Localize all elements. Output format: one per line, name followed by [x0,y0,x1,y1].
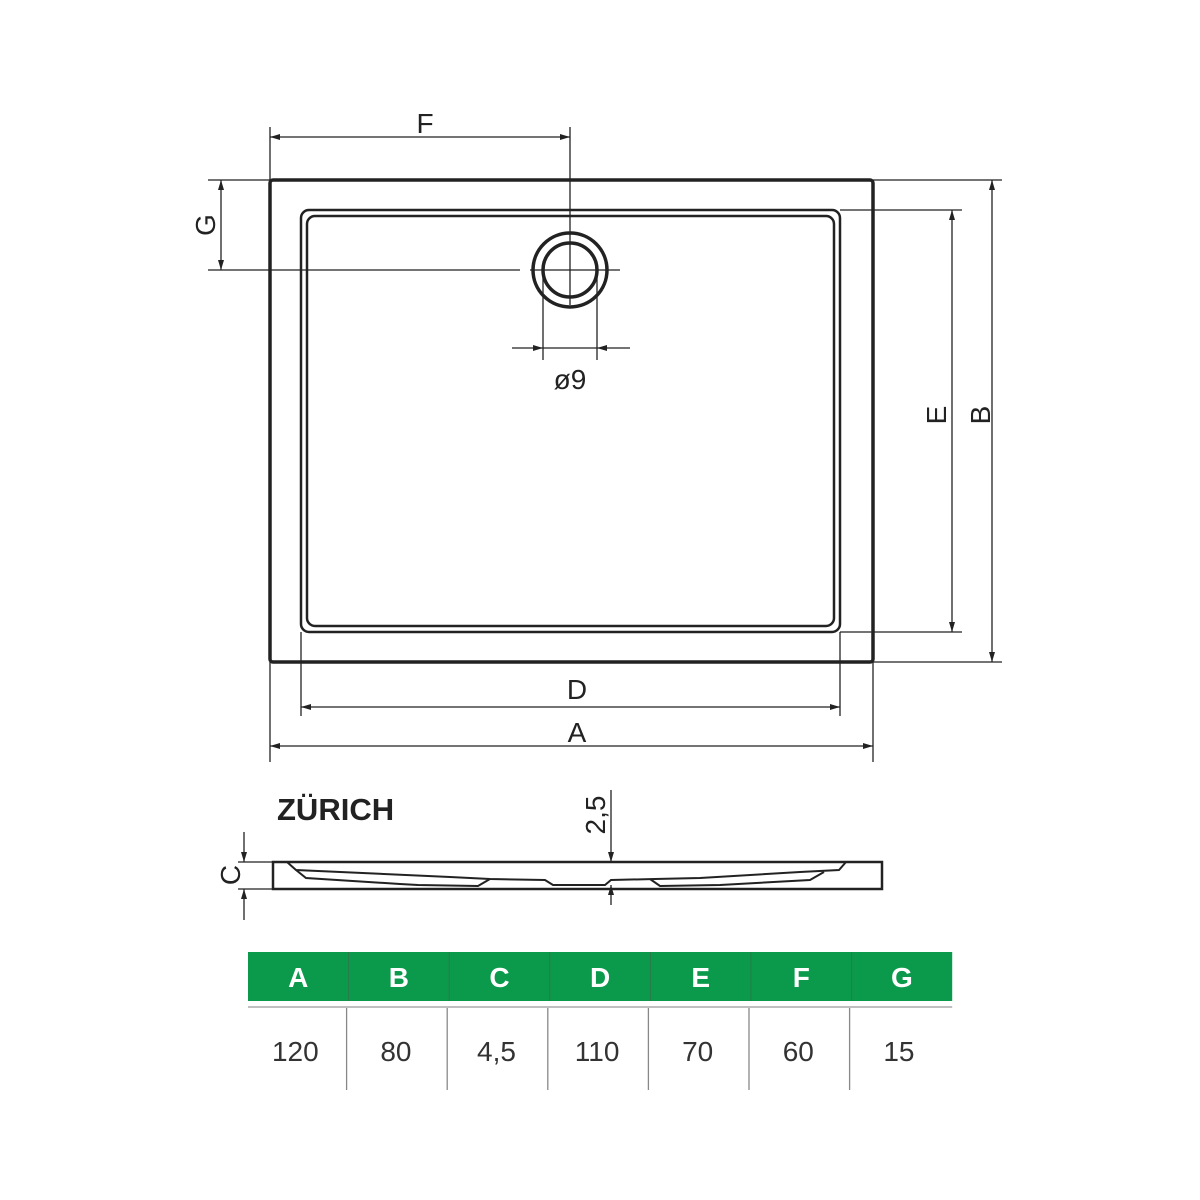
table-header-a: A [288,962,308,993]
dimension-label-f: F [416,108,433,139]
dimension-label-c: C [215,865,246,885]
dimension-label-g: G [190,214,221,236]
table-value-f: 60 [783,1036,814,1067]
table-header-c: C [489,962,509,993]
profile-dimension-lines [238,790,614,920]
tray-side-profile [271,860,884,891]
dimension-label-e: E [921,406,952,425]
dimension-label-d: D [567,674,587,705]
tray-outer-edge [268,178,875,664]
model-title: ZÜRICH [277,792,394,827]
depth-label: 2,5 [580,796,611,835]
table-value-d: 110 [575,1036,620,1067]
dimension-label-a: A [568,717,587,748]
table-value-a: 120 [272,1036,319,1067]
table-header-g: G [891,962,913,993]
table-value-g: 15 [883,1036,914,1067]
table-header-f: F [793,962,810,993]
table-header-d: D [590,962,610,993]
table-header-e: E [691,962,710,993]
table-header-background [248,952,953,1001]
tray-top-view [268,178,875,664]
dimension-lines [208,127,1002,762]
dimensions-table: A 120 B 80 C 4,5 D 110 E 70 F 60 G 15 [248,952,953,1090]
table-header-b: B [389,962,409,993]
table-value-e: 70 [682,1036,713,1067]
dimension-label-b: B [965,406,996,425]
table-value-c: 4,5 [477,1036,516,1067]
drain-diameter-label: ø9 [554,364,587,395]
table-value-b: 80 [380,1036,411,1067]
